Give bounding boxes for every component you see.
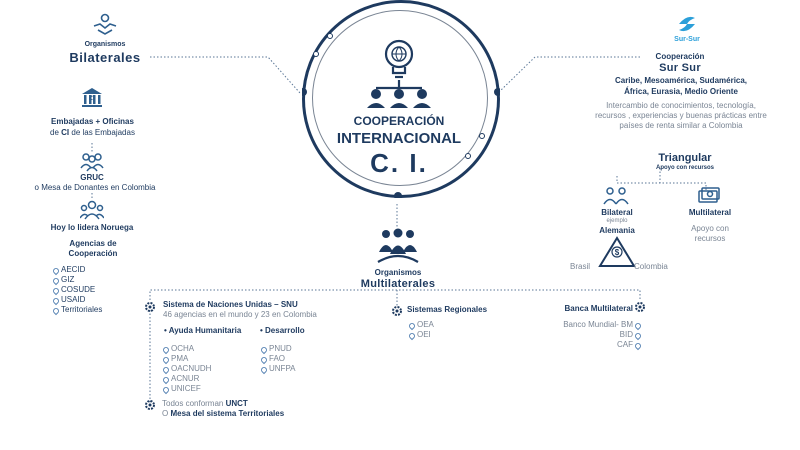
list-item: OEI [408, 330, 468, 340]
triangular-country: Alemania [599, 226, 635, 235]
list-item: UNICEF [162, 384, 242, 394]
group-people-icon [80, 153, 104, 172]
sursur-title: Sur Sur [659, 62, 701, 74]
desarrollo-title: • Desarrollo [260, 326, 305, 335]
ayuda-list: OCHA PMA OACNUDH ACNUR UNICEF [162, 344, 242, 394]
triangular-multi-sub-line2: recursos [694, 234, 726, 243]
svg-text:$: $ [615, 248, 620, 257]
list-item: ACNUR [162, 374, 242, 384]
list-item: GIZ [52, 275, 132, 285]
gear-icon [392, 306, 402, 316]
gruc-title: GRUC [80, 173, 104, 182]
triangle-icon: $ [598, 236, 636, 267]
regionales-title: Sistemas Regionales [407, 305, 488, 314]
handshake-icon [93, 13, 117, 35]
sursur-regions-line1: Caribe, Mesoamérica, Sudamérica, [614, 76, 748, 85]
connector-sursur [497, 56, 640, 94]
bilateral-people-icon [603, 187, 629, 205]
list-item: PMA [162, 354, 242, 364]
snu-title: Sistema de Naciones Unidas – SNU [163, 300, 298, 309]
list-item: OEA [408, 320, 468, 330]
list-item: PNUD [260, 344, 340, 354]
connector-bilaterales [150, 56, 301, 94]
triangular-title: Triangular [658, 152, 712, 164]
sursur-regions-line2: África, Eurasia, Medio Oriente [624, 87, 738, 96]
list-item: CAF [540, 340, 642, 350]
list-item: Territoriales [52, 305, 132, 315]
sursur-desc-line1: Intercambio de conocimientos, tecnología… [606, 101, 756, 110]
triangular-sub: Apoyo con recursos [655, 165, 714, 171]
lightbulb-network-icon [367, 39, 431, 108]
list-item: OCHA [162, 344, 242, 354]
banca-list: Banco Mundial- BM BID CAF [540, 320, 642, 350]
triangular-bilateral-sub: ejemplo [606, 218, 628, 224]
sursur-sub: Cooperación [655, 52, 705, 61]
triangular-bilateral: Bilateral [601, 208, 633, 217]
triangular-multilateral: Multilateral [688, 208, 732, 217]
sursur-desc-line2: recursos , experiencias y buenas práctic… [595, 111, 767, 120]
gear-icon [145, 302, 155, 312]
connector-multi-branches [149, 289, 641, 300]
center-inner-ring [312, 10, 488, 186]
list-item: Banco Mundial- BM [540, 320, 642, 330]
gear-icon [145, 400, 155, 410]
list-item: AECID [52, 265, 132, 275]
gear-icon [635, 302, 645, 312]
list-item: USAID [52, 295, 132, 305]
money-icon [698, 187, 720, 203]
list-item: FAO [260, 354, 340, 364]
triangular-colombia: Colombia [634, 262, 668, 271]
unct-line1: Todos conforman UNCT [162, 399, 248, 408]
center-title-line3: C. I. [370, 148, 428, 178]
regionales-list: OEA OEI [408, 320, 468, 340]
sursur-logo-icon [679, 16, 695, 32]
embajadas-line1: Embajadas + Oficinas [51, 117, 134, 126]
multilaterales-sub: Organismos [374, 268, 422, 277]
connector-triangular [616, 176, 707, 190]
triangular-brasil: Brasil [570, 262, 591, 271]
triangular-multi-sub-line1: Apoyo con [691, 224, 729, 233]
noruega-text: Hoy lo lidera Noruega [50, 223, 134, 232]
list-item: COSUDE [52, 285, 132, 295]
people-team-icon [80, 200, 104, 220]
desarrollo-list: PNUD FAO UNFPA [260, 344, 340, 374]
ayuda-title: • Ayuda Humanitaria [164, 326, 242, 335]
snu-sub: 46 agencias en el mundo y 23 en Colombia [163, 310, 317, 319]
unct-line2: O Mesa del sistema Territoriales [162, 409, 285, 418]
embassy-building-icon [82, 88, 102, 107]
bilaterales-title: Bilaterales [69, 50, 141, 65]
multilaterales-title: Multilaterales [360, 278, 436, 290]
list-item: UNFPA [260, 364, 340, 374]
sursur-logo-text: Sur-Sur [674, 36, 700, 43]
center-title-line2: INTERNACIONAL [336, 130, 462, 147]
list-item: BID [540, 330, 642, 340]
agencias-list: AECID GIZ COSUDE USAID Territoriales [52, 265, 132, 315]
people-globe-icon [377, 228, 419, 263]
embajadas-line2: de CI de las Embajadas [50, 128, 135, 137]
center-title-line1: COOPERACIÓN [353, 114, 445, 128]
gruc-text: o Mesa de Donantes en Colombia [34, 183, 156, 192]
sursur-desc-line3: países de renta similar a Colombia [619, 121, 743, 130]
center-ring-dots [302, 33, 500, 198]
list-item: OACNUDH [162, 364, 242, 374]
banca-title: Banca Multilateral [564, 304, 633, 313]
agencias-title-line1: Agencias de [69, 239, 117, 248]
bilaterales-sub: Organismos [84, 41, 126, 48]
agencias-title-line2: Cooperación [68, 249, 118, 258]
